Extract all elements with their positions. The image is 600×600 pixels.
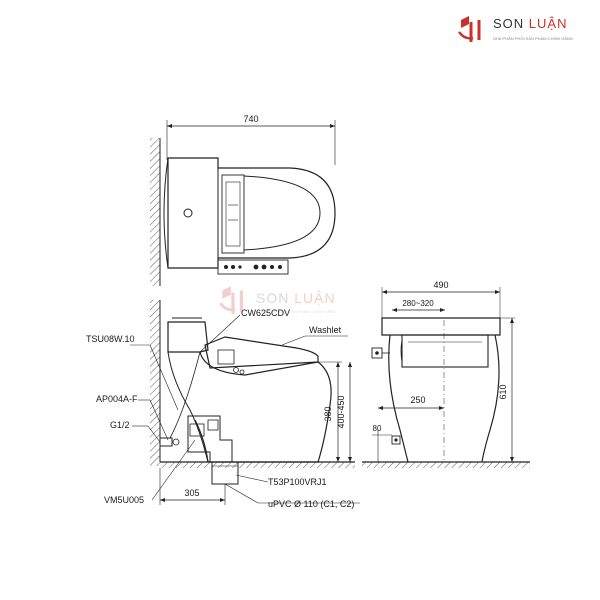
watermark-logo: SON LUẬN NHÀ PHÂN PHỐI SẢN PHẨM CHÍNH HÃ… (216, 282, 336, 323)
brand-logo: SON LUẬN NHÀ PHÂN PHỐI SẢN PHẨM CHÍNH HÃ… (455, 12, 573, 51)
watermark-tagline: NHÀ PHÂN PHỐI SẢN PHẨM CHÍNH HÃNG (256, 309, 337, 314)
pipe-spec-label: uPVC Ø 110 (C1, C2) (268, 499, 354, 509)
top-width-dim: 740 (243, 114, 258, 124)
brand-tagline: NHÀ PHÂN PHỐI SẢN PHẨM CHÍNH HÃNG (493, 36, 574, 41)
front-height-dim: 610 (498, 384, 508, 399)
pipe-model-label: T53P100VRJ1 (268, 477, 327, 487)
dim-400-450: 400-450 (336, 395, 346, 428)
side-view: CW625CDV Washlet TSU08W.10 AP004A-F G1/2… (86, 300, 360, 509)
range-dim: 280~320 (402, 299, 434, 308)
thread-size-label: G1/2 (110, 420, 130, 430)
watermark-name: SON LUẬN (256, 290, 336, 306)
brand-mark-icon (458, 16, 481, 42)
front-view: 490 280~320 250 80 (362, 280, 530, 468)
top-view: 740 (150, 114, 336, 286)
dim-250: 250 (410, 395, 425, 405)
dim-80: 80 (373, 424, 382, 433)
valve-model-label: AP004A-F (96, 394, 138, 404)
seat-model-label: CW625CDV (241, 308, 290, 318)
front-width-dim: 490 (433, 280, 448, 290)
watermark-mark-icon (219, 286, 243, 314)
dim-305: 305 (184, 488, 199, 498)
washlet-label: Washlet (309, 325, 342, 335)
dim-380: 380 (323, 406, 333, 421)
flange-model-label: VM5U005 (104, 495, 144, 505)
brand-name: SON LUẬN (493, 16, 568, 31)
hose-model-label: TSU08W.10 (86, 334, 135, 344)
